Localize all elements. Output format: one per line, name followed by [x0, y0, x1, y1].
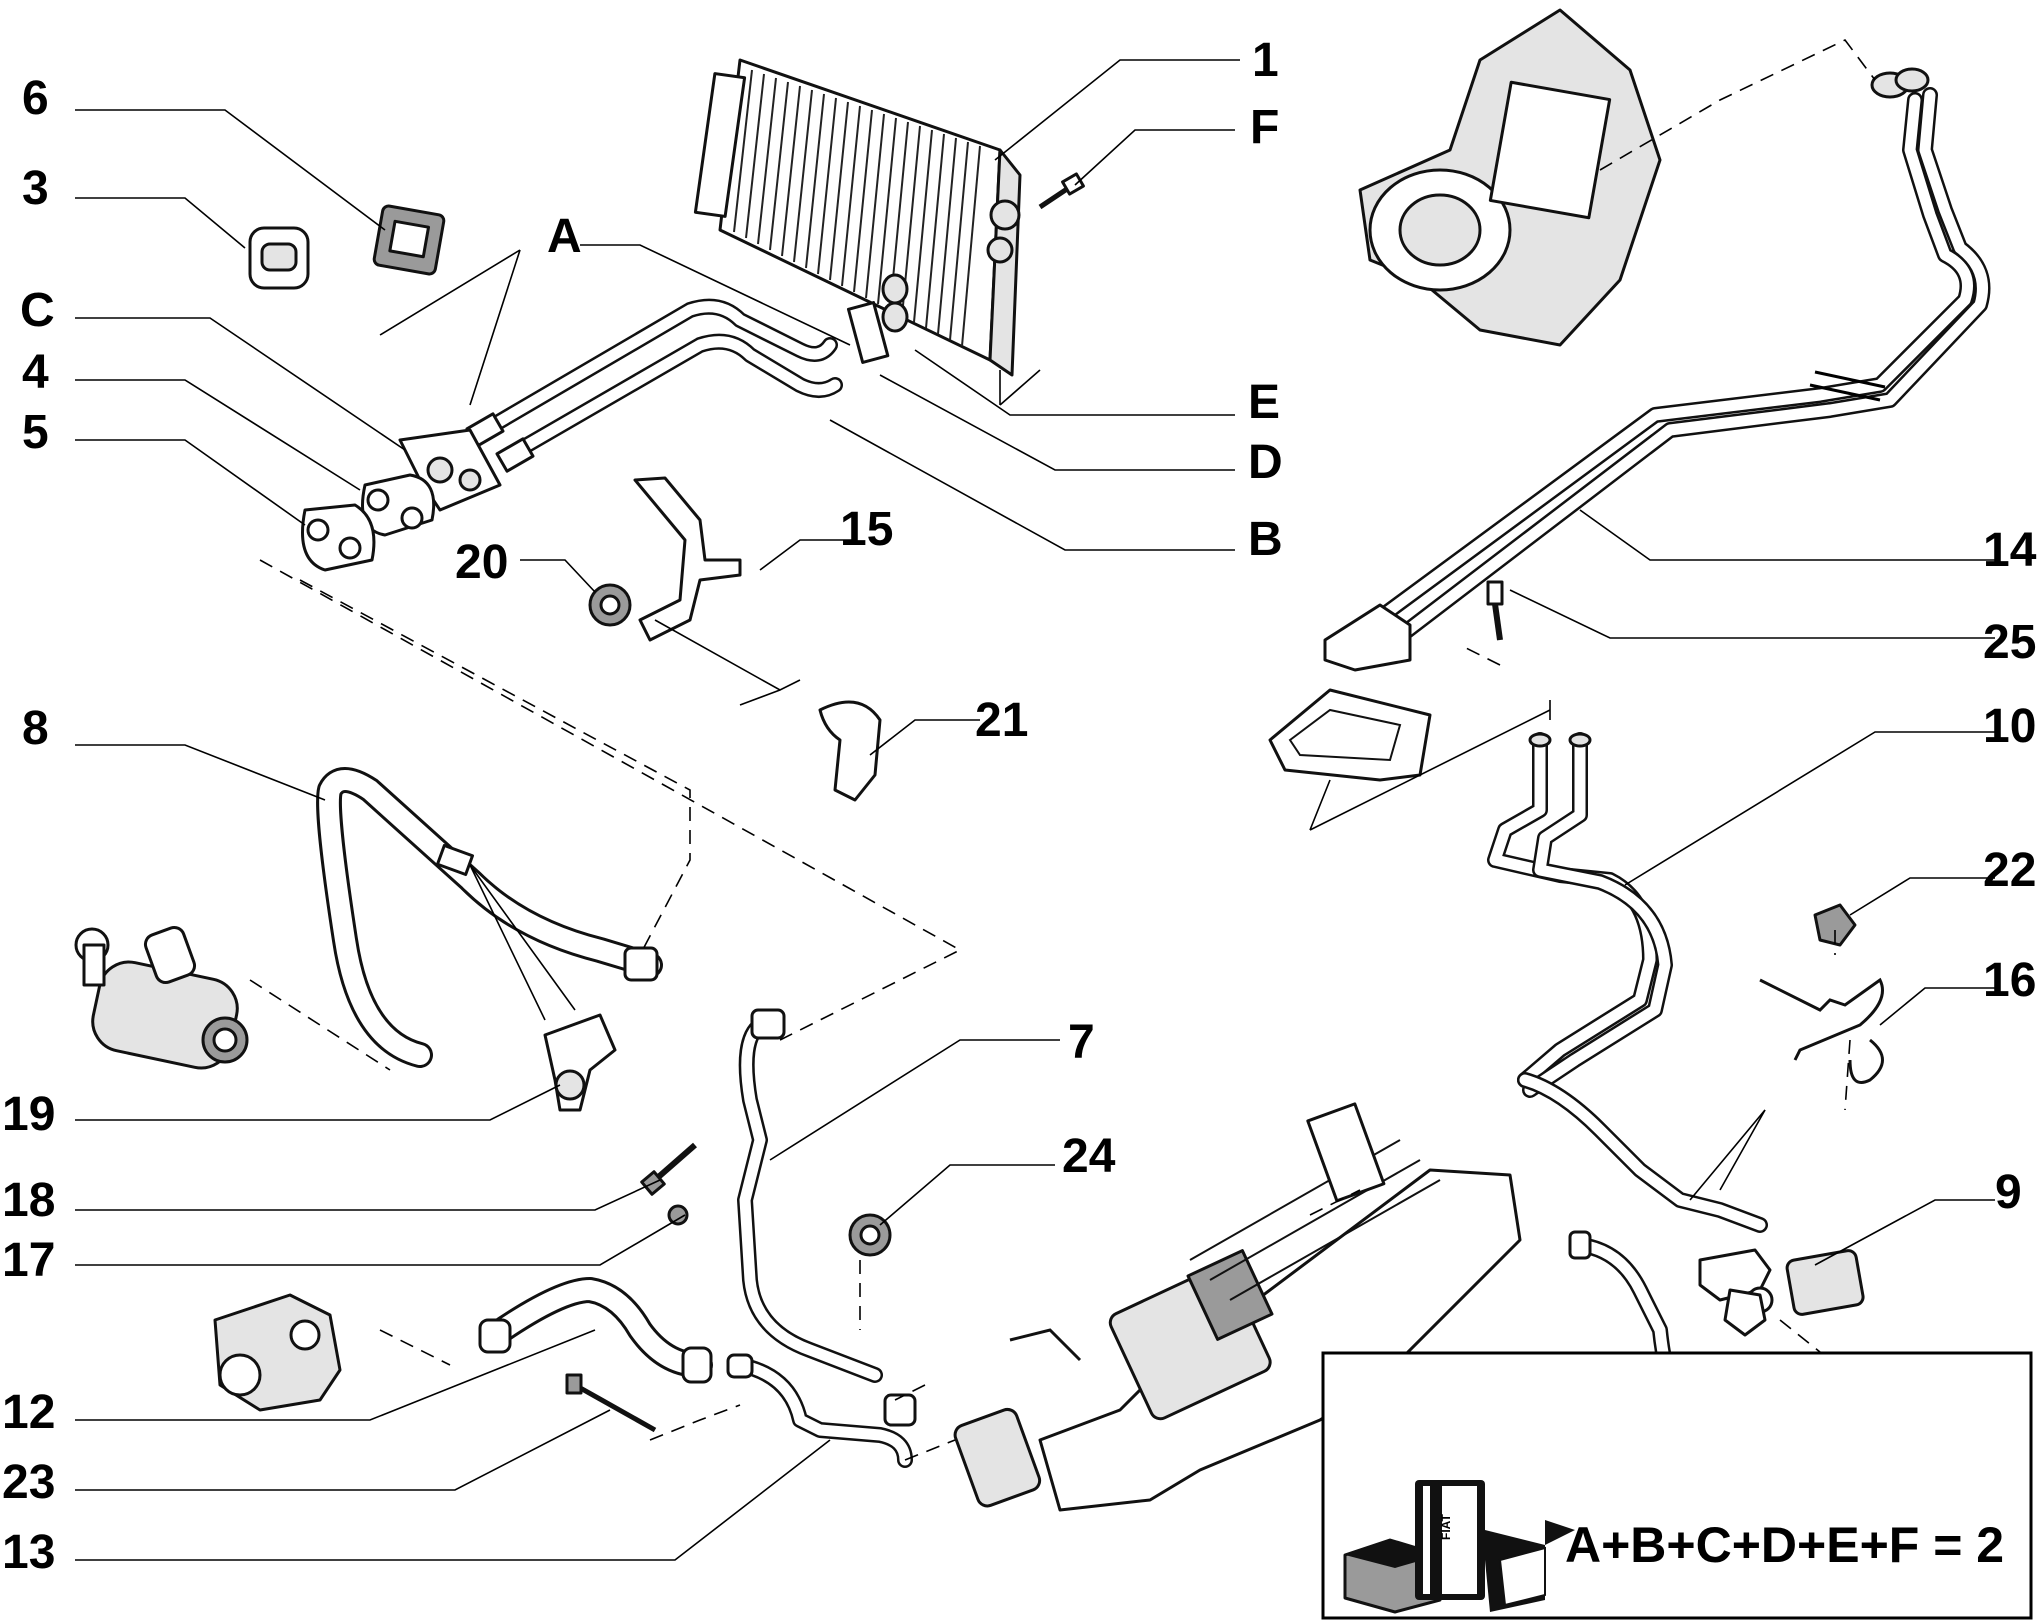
part-thermostat-housing [213, 1293, 342, 1412]
part-pump-cylinder [74, 925, 249, 1070]
callout-C: C [20, 284, 55, 337]
callout-1: 1 [1252, 34, 1279, 87]
callout-12: 12 [2, 1386, 55, 1439]
callout-18: 18 [2, 1174, 55, 1227]
callout-E: E [1248, 376, 1280, 429]
part-hvac-box [1358, 8, 1662, 347]
part-A-B-radiator-tubes [465, 298, 843, 473]
part-20-nut [588, 583, 632, 627]
part-8-hose [316, 767, 663, 1068]
part-F-screw [1038, 172, 1085, 210]
part-1-heater-radiator [693, 58, 1022, 377]
part-floor-tray [1268, 688, 1432, 782]
callout-14: 14 [1983, 524, 2037, 577]
part-12-hose [478, 1277, 713, 1384]
part-17-nut [667, 1204, 689, 1226]
callout-D: D [1248, 436, 1283, 489]
callout-3: 3 [22, 162, 49, 215]
callout-9: 9 [1995, 1166, 2022, 1219]
part-C-flange [398, 428, 502, 512]
callout-15: 15 [840, 503, 893, 556]
callout-B: B [1248, 513, 1283, 566]
part-21-clamp [818, 700, 882, 802]
callout-25: 25 [1983, 616, 2036, 669]
part-18-bolt [640, 1142, 697, 1196]
callout-16: 16 [1983, 954, 2036, 1007]
part-16-spring-clip [1759, 977, 1884, 1084]
part-6-clip [372, 204, 446, 276]
part-auxiliary-heater-assembly [953, 1102, 1522, 1512]
leader-lines [75, 59, 1995, 1561]
callout-6: 6 [22, 72, 49, 125]
part-25-screw [1486, 580, 1504, 641]
callout-8: 8 [22, 702, 49, 755]
part-9-valve [1698, 1248, 1865, 1337]
callout-21: 21 [975, 694, 1028, 747]
fiat-kit-logo: FIAT [1343, 1480, 1575, 1614]
part-14-pipe [1323, 67, 1991, 672]
callout-F: F [1250, 101, 1279, 154]
callout-7: 7 [1068, 1016, 1095, 1069]
callout-22: 22 [1983, 844, 2036, 897]
callout-4: 4 [22, 346, 49, 399]
part-E-D-seals [846, 273, 909, 364]
callout-labels: 1 F E D B A 6 3 C 4 5 20 15 21 8 19 7 18… [2, 34, 2037, 1579]
part-5-gasket [301, 503, 376, 572]
callout-10: 10 [1983, 700, 2036, 753]
callout-5: 5 [22, 406, 49, 459]
part-15-bracket [633, 476, 742, 642]
callout-20: 20 [455, 536, 508, 589]
part-13-hose [726, 1353, 917, 1468]
dashed-assembly-lines [249, 38, 1876, 1461]
kit-formula: A+B+C+D+E+F = 2 [1565, 1517, 2004, 1573]
kit-legend-box: FIAT A+B+C+D+E+F = 2 [1321, 1351, 2033, 1620]
part-7-hose [737, 1008, 883, 1383]
part-10-pipe [1487, 732, 1768, 1233]
part-23-bolt [565, 1373, 657, 1433]
part-22-clip [1813, 903, 1857, 947]
callout-13: 13 [2, 1526, 55, 1579]
part-19-fitting [543, 1013, 617, 1112]
callout-17: 17 [2, 1234, 55, 1287]
callout-A: A [547, 210, 582, 263]
callout-23: 23 [2, 1456, 55, 1509]
logo-text: FIAT [1439, 1514, 1453, 1540]
callout-19: 19 [2, 1088, 55, 1141]
part-3-grommet [248, 226, 310, 290]
callout-24: 24 [1062, 1130, 1116, 1183]
